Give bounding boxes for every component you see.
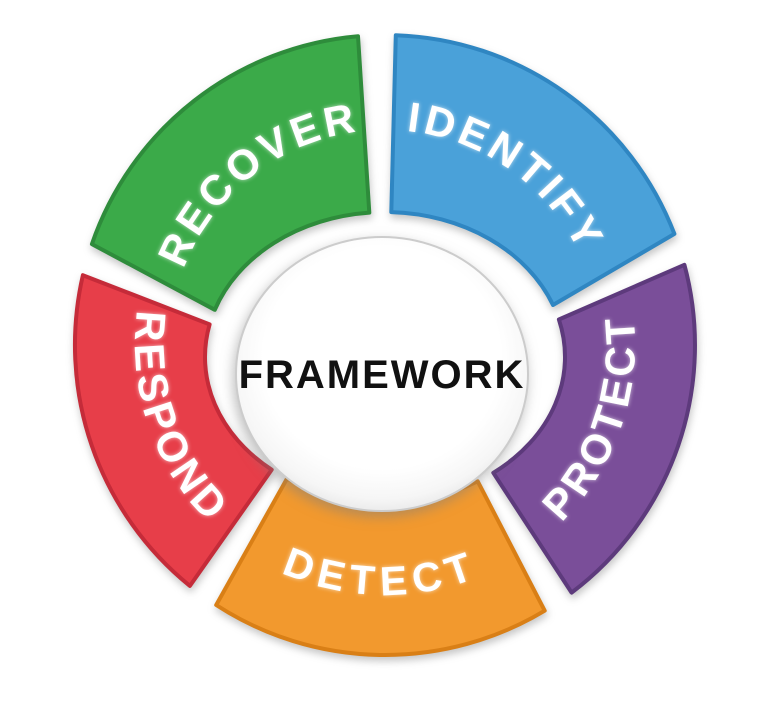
segment-identify <box>389 33 677 307</box>
segment-recover <box>89 34 372 312</box>
center-label: FRAMEWORK <box>239 353 526 397</box>
wheel-segments <box>72 33 697 657</box>
segment-respond <box>72 273 274 588</box>
segment-protect <box>491 262 697 595</box>
center-circle <box>235 236 529 512</box>
